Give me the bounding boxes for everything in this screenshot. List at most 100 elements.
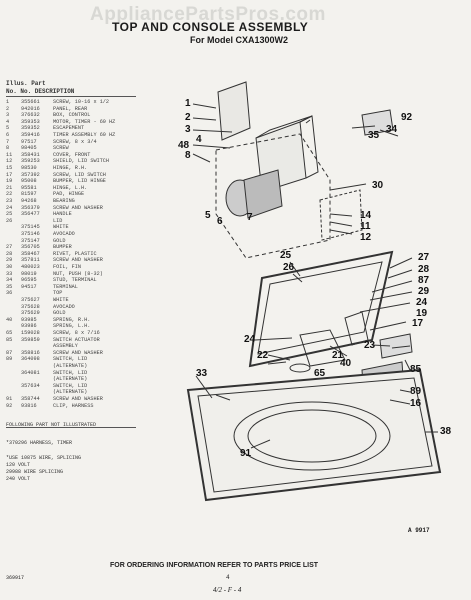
header-rule xyxy=(6,96,136,97)
part-no: 364098 xyxy=(21,356,40,363)
description: NUT, PUSH (8-32) xyxy=(53,270,103,277)
callout-48: 48 xyxy=(178,140,190,151)
part-no: 359859 xyxy=(21,336,40,343)
illus-no: 11 xyxy=(6,151,13,158)
table-row: ASSEMBLY xyxy=(6,343,78,349)
part-no: 375629 xyxy=(21,310,40,317)
description: BOX, CONTROL xyxy=(53,112,91,119)
description: PAD, HINGE xyxy=(53,191,85,198)
callout-7: 7 xyxy=(247,212,253,223)
illustration-code: A 9917 xyxy=(408,527,430,534)
illus-no: 8 xyxy=(6,145,10,152)
part-no: 94268 xyxy=(21,198,37,204)
callout-65: 65 xyxy=(314,368,326,379)
switch-actuator xyxy=(379,333,413,359)
description: PANEL, REAR xyxy=(53,105,88,112)
callout-27: 27 xyxy=(418,252,430,263)
callout-91: 91 xyxy=(240,448,252,459)
use-note-3: 29988 WIRE SPLICING xyxy=(6,469,64,475)
lid-opening xyxy=(233,401,391,471)
use-note-1: *USE 10875 WIRE, SPLICING xyxy=(6,455,82,461)
description: SCREW, 8 x 3/4 xyxy=(53,138,97,145)
hinge xyxy=(299,329,346,367)
illus-no: 1 xyxy=(6,99,10,105)
part-no: 359416 xyxy=(21,132,40,138)
terminal-block xyxy=(361,109,394,136)
page-number: 4 xyxy=(226,574,230,581)
illus-no: 2 xyxy=(6,105,10,112)
part-no: 97517 xyxy=(21,138,37,145)
description: CLIP, HARNESS xyxy=(53,402,94,409)
description: (ALTERNATE) xyxy=(53,389,88,396)
watermark: AppliancePartsPros.com xyxy=(90,4,326,25)
callout-87: 87 xyxy=(418,275,430,286)
illus-no: 19 xyxy=(6,178,13,185)
illus-no: 22 xyxy=(6,191,13,198)
part-no: 93985 xyxy=(21,316,37,323)
description: BEARING xyxy=(53,198,75,204)
callout-30: 30 xyxy=(372,180,384,191)
part-no: 358816 xyxy=(21,349,40,356)
description: SWITCH, LID xyxy=(53,382,88,389)
illus-no: 89 xyxy=(6,356,13,363)
callout-24-right: 24 xyxy=(416,297,428,308)
description: ESCAPEMENT xyxy=(53,125,85,132)
callout-89: 89 xyxy=(410,386,422,397)
table-row: (ALTERNATE) xyxy=(6,363,87,369)
description: SCREW AND WASHER xyxy=(53,396,103,402)
description: FOIL, FIN xyxy=(53,264,82,270)
part-no: 375145 xyxy=(21,224,40,231)
illus-no: 5 xyxy=(6,125,10,132)
illus-no: 3 xyxy=(6,112,10,119)
illus-no: 29 xyxy=(6,257,13,264)
description: GOLD xyxy=(53,237,66,244)
description: RIVET, PLASTIC xyxy=(53,250,97,257)
illus-no: 40 xyxy=(6,316,13,323)
callout-35: 35 xyxy=(368,130,380,141)
part-no: 96595 xyxy=(21,277,37,284)
part-no: 375146 xyxy=(21,231,40,237)
description: GOLD xyxy=(53,310,66,317)
part-no: 98019 xyxy=(21,270,37,277)
description: HINGE, R.H. xyxy=(53,165,88,171)
callout-17: 17 xyxy=(412,318,424,329)
illus-no: 65 xyxy=(6,330,13,336)
front-cover xyxy=(319,189,363,241)
part-no: 359352 xyxy=(21,125,40,132)
callout-21: 21 xyxy=(332,350,344,361)
illus-no: 23 xyxy=(6,198,13,204)
illus-no: 6 xyxy=(6,132,10,138)
part-no: 375628 xyxy=(21,303,40,310)
part-no: 357392 xyxy=(21,171,40,178)
illus-no: 28 xyxy=(6,250,13,257)
part-no: 357811 xyxy=(21,257,40,264)
table-row: 5 359352 ESCAPEMENT xyxy=(6,125,84,131)
harness-note: *370296 HARNESS, TIMER xyxy=(6,440,73,446)
part-no: 356705 xyxy=(21,244,40,251)
description: WHITE xyxy=(53,224,69,231)
console-outline xyxy=(215,133,331,259)
